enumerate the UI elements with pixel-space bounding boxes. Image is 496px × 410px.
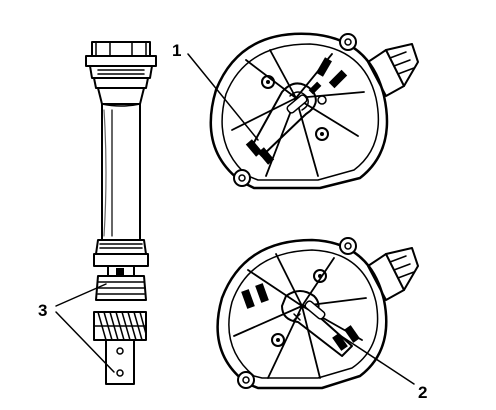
callout-3-leader-lower: [55, 311, 115, 373]
callout-3-label: 3: [38, 301, 47, 320]
callout-1-group: 1: [172, 41, 259, 141]
callout-1-label: 1: [172, 41, 181, 60]
callout-1-leader: [187, 53, 259, 141]
callout-2-group: 2: [337, 333, 427, 402]
distributor-shaft: [85, 41, 157, 385]
callout-3-group: 3: [38, 283, 115, 373]
callout-2-leader: [337, 333, 415, 385]
distributor-cap-bottom: [216, 237, 419, 390]
distributor-cap-top: [209, 32, 419, 190]
callout-2-label: 2: [418, 383, 427, 402]
callout-3-leader-upper: [55, 283, 107, 307]
